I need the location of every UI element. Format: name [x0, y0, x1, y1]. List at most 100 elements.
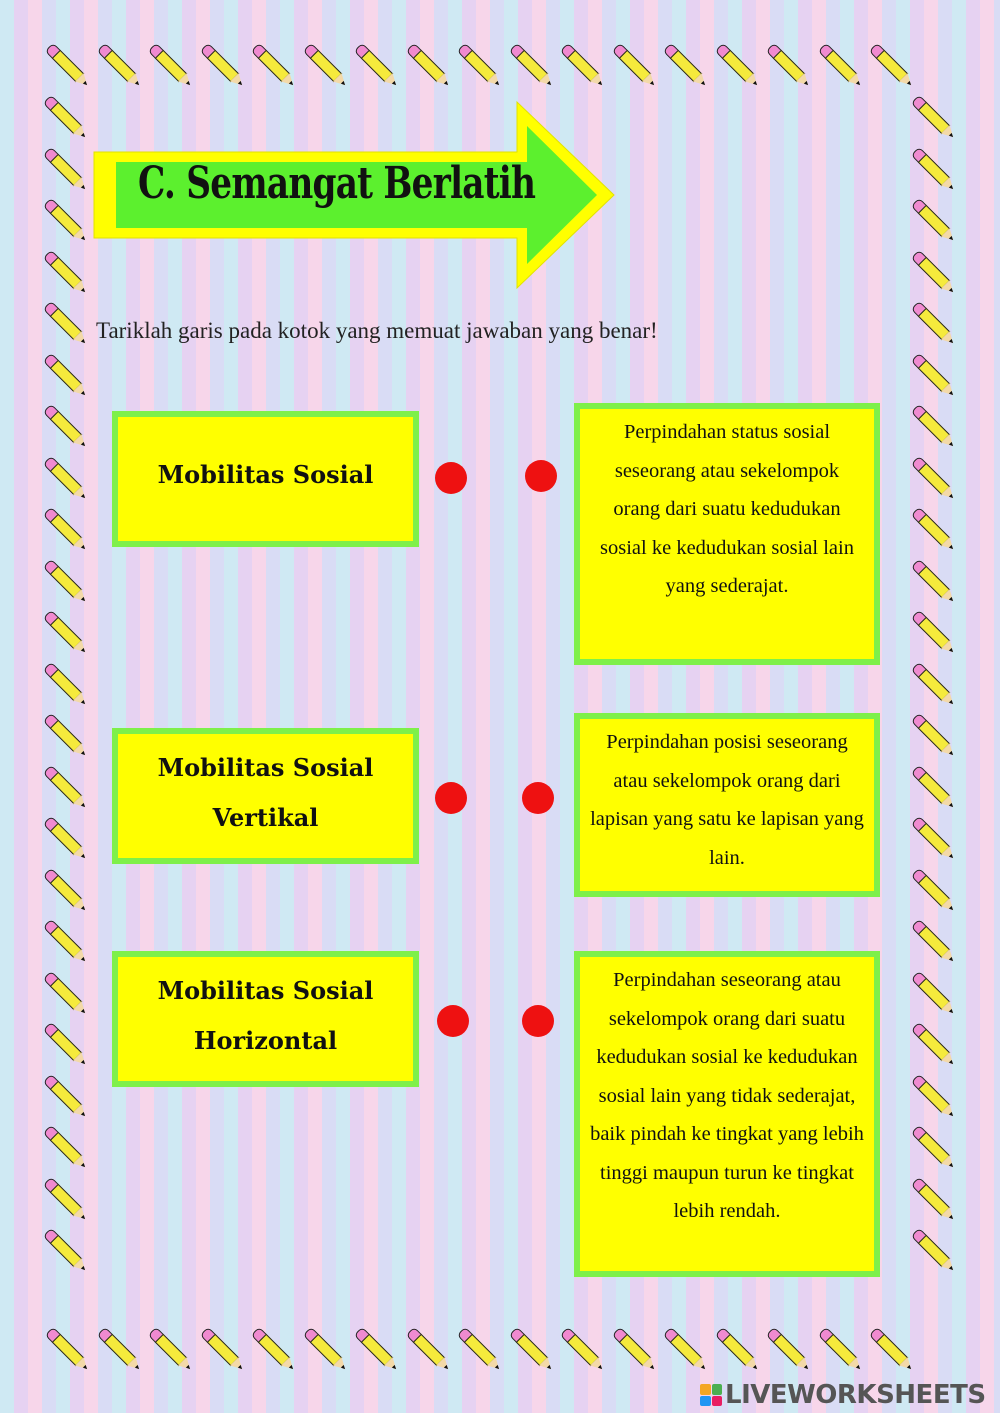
pencil-icon — [353, 42, 401, 90]
pencil-icon — [42, 867, 90, 914]
term-box-3: Mobilitas Sosial Horizontal — [112, 951, 419, 1087]
pencil-icon — [910, 146, 958, 193]
term-label-line2: Horizontal — [193, 1026, 338, 1055]
definition-text: Perpindahan seseorang atau sekelompok or… — [590, 969, 864, 1222]
pencil-icon — [910, 94, 958, 142]
pencil-icon — [42, 1073, 90, 1120]
footer-branding: LIVEWORKSHEETS — [700, 1378, 986, 1412]
definition-box-2: Perpindahan posisi seseorang atau sekelo… — [574, 713, 880, 897]
pencil-icon — [910, 815, 958, 863]
pencil-icon — [559, 1326, 607, 1374]
pencil-icon — [42, 712, 90, 760]
pencil-icon — [96, 42, 143, 90]
pencil-icon — [611, 1326, 658, 1374]
definition-text: Perpindahan status sosial seseorang atau… — [600, 421, 854, 597]
title-arrow — [93, 100, 615, 290]
pencil-icon — [662, 1326, 710, 1374]
pencil-icon — [42, 558, 90, 605]
match-dot-def-3[interactable] — [522, 1005, 554, 1037]
pencil-icon — [456, 1326, 504, 1374]
pencil-icon — [42, 815, 90, 863]
pencil-icon — [910, 249, 958, 296]
pencil-icon — [42, 506, 90, 554]
pencil-icon — [42, 403, 90, 451]
term-box-1: Mobilitas Sosial — [112, 411, 419, 547]
pencil-icon — [42, 249, 90, 296]
pencil-icon — [147, 1326, 195, 1374]
term-label-line2: Vertikal — [212, 803, 319, 832]
pencil-icon — [910, 661, 958, 708]
pencil-icon — [817, 1326, 864, 1374]
pencil-icon — [353, 1326, 401, 1374]
pencil-icon — [910, 558, 958, 605]
term-label: Mobilitas Sosial — [157, 460, 374, 489]
pencil-icon — [42, 94, 90, 142]
pencil-icon — [508, 1326, 555, 1374]
brand-name: LIVEWORKSHEETS — [725, 1380, 986, 1410]
pencil-icon — [910, 712, 958, 760]
pencil-icon — [559, 42, 607, 90]
pencil-icon — [199, 1326, 246, 1374]
pencil-icon — [910, 1176, 958, 1223]
pencil-icon — [42, 1124, 90, 1172]
pencil-icon — [405, 1326, 452, 1374]
pencil-icon — [508, 42, 555, 90]
pencil-icon — [817, 42, 864, 90]
match-dot-def-1[interactable] — [525, 460, 557, 492]
pencil-icon — [910, 764, 958, 811]
pencil-icon — [302, 42, 349, 90]
pencil-icon — [96, 1326, 143, 1374]
pencil-icon — [611, 42, 658, 90]
pencil-icon — [42, 352, 90, 399]
pencil-icon — [42, 1021, 90, 1069]
pencil-icon — [910, 1021, 958, 1069]
pencil-icon — [250, 1326, 298, 1374]
pencil-icon — [42, 300, 90, 348]
pencil-icon — [765, 1326, 813, 1374]
pencil-icon — [42, 609, 90, 657]
pencil-icon — [910, 455, 958, 502]
liveworksheets-logo-icon — [700, 1384, 722, 1406]
pencil-icon — [910, 506, 958, 554]
match-dot-term-3[interactable] — [437, 1005, 469, 1037]
pencil-icon — [868, 42, 916, 90]
pencil-icon — [456, 42, 504, 90]
definition-box-3: Perpindahan seseorang atau sekelompok or… — [574, 951, 880, 1277]
pencil-icon — [765, 42, 813, 90]
term-label: Mobilitas Sosial — [157, 976, 374, 1005]
pencil-icon — [910, 609, 958, 657]
pencil-icon — [910, 1227, 958, 1275]
pencil-icon — [662, 42, 710, 90]
pencil-icon — [910, 918, 958, 966]
pencil-icon — [910, 403, 958, 451]
definition-text: Perpindahan posisi seseorang atau sekelo… — [590, 731, 864, 869]
definition-box-1: Perpindahan status sosial seseorang atau… — [574, 403, 880, 665]
pencil-icon — [44, 42, 92, 90]
page-title: C. Semangat Berlatih — [138, 158, 536, 209]
pencil-icon — [42, 1176, 90, 1223]
pencil-icon — [714, 42, 761, 90]
pencil-icon — [910, 300, 958, 348]
pencil-icon — [199, 42, 246, 90]
pencil-icon — [868, 1326, 916, 1374]
term-label: Mobilitas Sosial — [157, 753, 374, 782]
pencil-icon — [910, 867, 958, 914]
instruction-text: Tariklah garis pada kotok yang memuat ja… — [96, 318, 658, 343]
pencil-icon — [42, 1227, 90, 1275]
pencil-icon — [714, 1326, 761, 1374]
match-dot-term-2[interactable] — [435, 782, 467, 814]
pencil-icon — [910, 1124, 958, 1172]
pencil-icon — [910, 197, 958, 245]
pencil-icon — [42, 197, 90, 245]
pencil-icon — [302, 1326, 349, 1374]
pencil-icon — [250, 42, 298, 90]
pencil-icon — [42, 661, 90, 708]
pencil-icon — [42, 455, 90, 502]
pencil-icon — [44, 1326, 92, 1374]
match-dot-def-2[interactable] — [522, 782, 554, 814]
term-box-2: Mobilitas Sosial Vertikal — [112, 728, 419, 864]
pencil-icon — [910, 1073, 958, 1120]
pencil-icon — [42, 764, 90, 811]
pencil-icon — [910, 352, 958, 399]
match-dot-term-1[interactable] — [435, 462, 467, 494]
